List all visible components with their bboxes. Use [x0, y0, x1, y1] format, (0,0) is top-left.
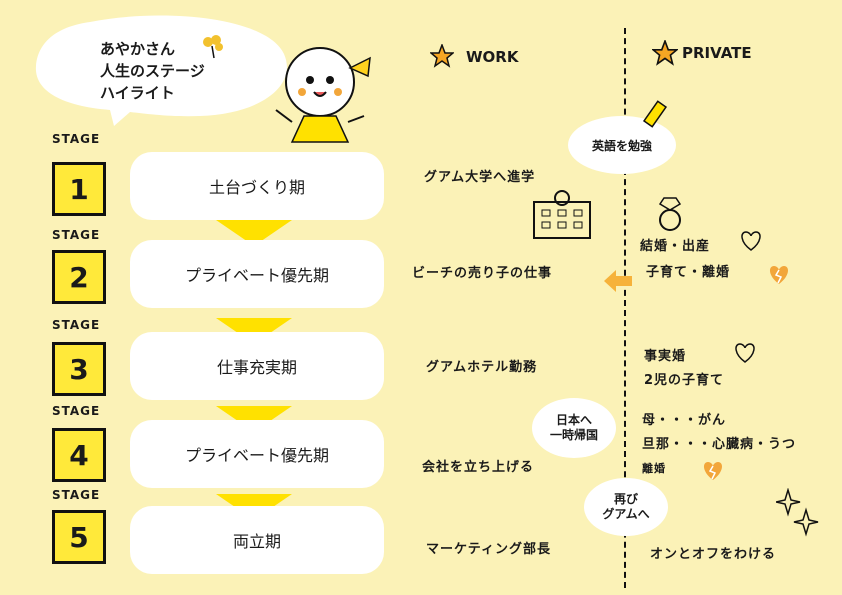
flower-bouquet-icon — [203, 35, 223, 59]
private-item-5: オンとオフをわける — [650, 547, 777, 562]
phase-pill-4: プライベート優先期 — [130, 420, 384, 488]
work-bubble-english: 英語を勉強 — [568, 116, 676, 174]
work-bubble-japan-line2: 一時帰国 — [549, 428, 598, 442]
sparkle-icon — [776, 488, 819, 537]
work-bubble-guam: 再び グアムへ — [584, 478, 668, 536]
stage-number-4: 4 — [52, 428, 106, 482]
pencil-icon — [642, 100, 668, 128]
stage-label-5: STAGE — [52, 488, 101, 502]
intro-line-2: 人生のステージ — [100, 62, 205, 80]
column-divider — [624, 28, 626, 588]
phase-pill-3: 仕事充実期 — [130, 332, 384, 400]
stage-label-4: STAGE — [52, 404, 101, 418]
stage-number-1: 1 — [52, 162, 106, 216]
girl-character-icon — [275, 47, 371, 143]
work-item-1: グアム大学へ進学 — [424, 170, 536, 185]
phase-pill-5: 両立期 — [130, 506, 384, 574]
broken-heart-icon — [703, 462, 723, 480]
work-bubble-japan: 日本へ 一時帰国 — [532, 398, 616, 458]
intro-speech-bubble — [35, 15, 287, 126]
work-item-4: 会社を立ち上げる — [422, 460, 535, 475]
stage-number-2: 2 — [52, 250, 106, 304]
ring-icon — [658, 197, 682, 231]
intro-line-3: ハイライト — [100, 84, 175, 102]
private-item-2a: 結婚・出産 — [640, 239, 711, 254]
work-bubble-guam-line1: 再び — [613, 492, 638, 506]
arrow-left-icon — [604, 270, 632, 292]
heart-outline-icon — [735, 343, 755, 363]
intro-line-1: あやかさん — [100, 40, 176, 58]
private-item-3a: 事実婚 — [644, 349, 687, 364]
work-bubble-japan-line1: 日本へ — [555, 413, 592, 427]
header-work: WORK — [466, 48, 519, 66]
stage-label-2: STAGE — [52, 228, 101, 242]
broken-heart-icon — [769, 266, 789, 284]
heart-outline-icon — [741, 231, 761, 251]
stage-number-5: 5 — [52, 510, 106, 564]
star-icon-work — [430, 44, 454, 68]
work-item-2: ビーチの売り子の仕事 — [412, 266, 553, 281]
private-item-3b: 2児の子育て — [644, 373, 725, 388]
stage-label-3: STAGE — [52, 318, 101, 332]
phase-pill-2: プライベート優先期 — [130, 240, 384, 308]
private-item-4a: 母・・・がん — [642, 413, 727, 428]
phase-pill-1: 土台づくり期 — [130, 152, 384, 220]
work-item-5: マーケティング部長 — [426, 542, 551, 557]
stage-label-1: STAGE — [52, 132, 101, 146]
work-item-3: グアムホテル勤務 — [426, 360, 538, 375]
work-bubble-english-text: 英語を勉強 — [591, 138, 652, 153]
star-icon-private — [652, 40, 678, 66]
private-item-4c: 離婚 — [642, 462, 666, 475]
private-item-4b: 旦那・・・心臓病・うつ — [642, 437, 797, 452]
university-building-icon — [533, 190, 591, 239]
stage-number-3: 3 — [52, 342, 106, 396]
private-item-2b: 子育て・離婚 — [646, 265, 731, 280]
header-private: PRIVATE — [682, 44, 752, 62]
work-bubble-guam-line2: グアムへ — [602, 507, 650, 521]
intro-title: あやかさん 人生のステージ ハイライト — [100, 38, 205, 104]
